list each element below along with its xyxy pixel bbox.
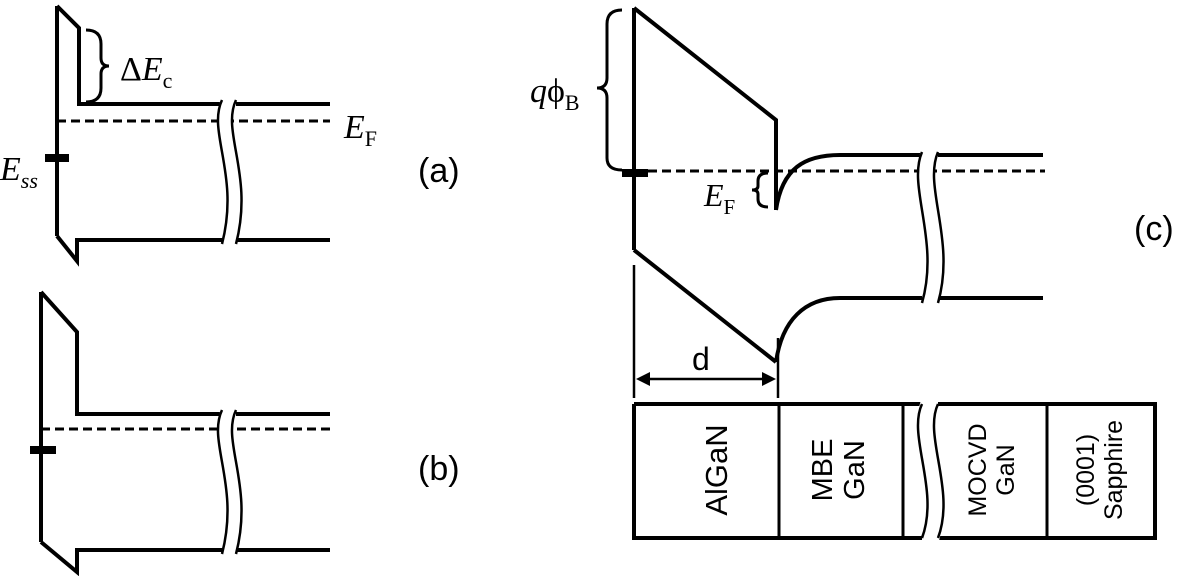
delta-ec-brace (85, 28, 110, 104)
layer-algan-label: AlGaN (699, 424, 734, 515)
barrier-height-brace (596, 8, 623, 172)
fermi-offset-brace (751, 171, 769, 209)
algan-conduction-band-b (39, 290, 222, 416)
fermi-label-c: EF (703, 177, 735, 219)
algan-conduction-band-a (55, 4, 222, 106)
panel-a: ΔEc EF Ess (a) (0, 4, 460, 267)
layer-sapphire-label: (0001)Sapphire (1072, 420, 1128, 520)
axis-break-b (217, 406, 242, 556)
thickness-label: d (692, 341, 710, 377)
axis-break-a (217, 96, 242, 246)
layer-stack: AlGaN MBEGaN MOCVDGaN (0001)Sapphire (632, 398, 1157, 544)
algan-conduction-band-c (632, 6, 778, 210)
axis-break-stack (917, 398, 944, 544)
barrier-height-label: qϕB (530, 73, 580, 115)
ess-label: Ess (0, 151, 38, 193)
fermi-label-a: EF (343, 109, 377, 151)
panel-b: (b) (30, 290, 460, 576)
gan-conduction-band-c (774, 153, 922, 211)
surface-state-marker-c (622, 169, 648, 177)
axis-break-c (917, 148, 944, 305)
panel-c-label: (c) (1134, 210, 1174, 248)
surface-state-marker-a (45, 154, 69, 162)
algan-valence-band-b (39, 540, 222, 576)
delta-ec-label: ΔEc (120, 51, 173, 93)
algan-valence-band-a (55, 234, 222, 267)
panel-a-label: (a) (418, 152, 460, 190)
surface-state-marker-b (30, 446, 56, 454)
algan-valence-band-c (632, 248, 778, 364)
gan-valence-band-c (774, 296, 922, 363)
panel-b-label: (b) (418, 450, 460, 488)
layer-mocvd-gan-label: MOCVDGaN (964, 423, 1020, 516)
panel-c: qϕB EF (c) d AlGaN MBEGaN MOCVDGaN (0001… (530, 6, 1174, 544)
layer-mbe-gan-label: MBEGaN (807, 439, 871, 502)
